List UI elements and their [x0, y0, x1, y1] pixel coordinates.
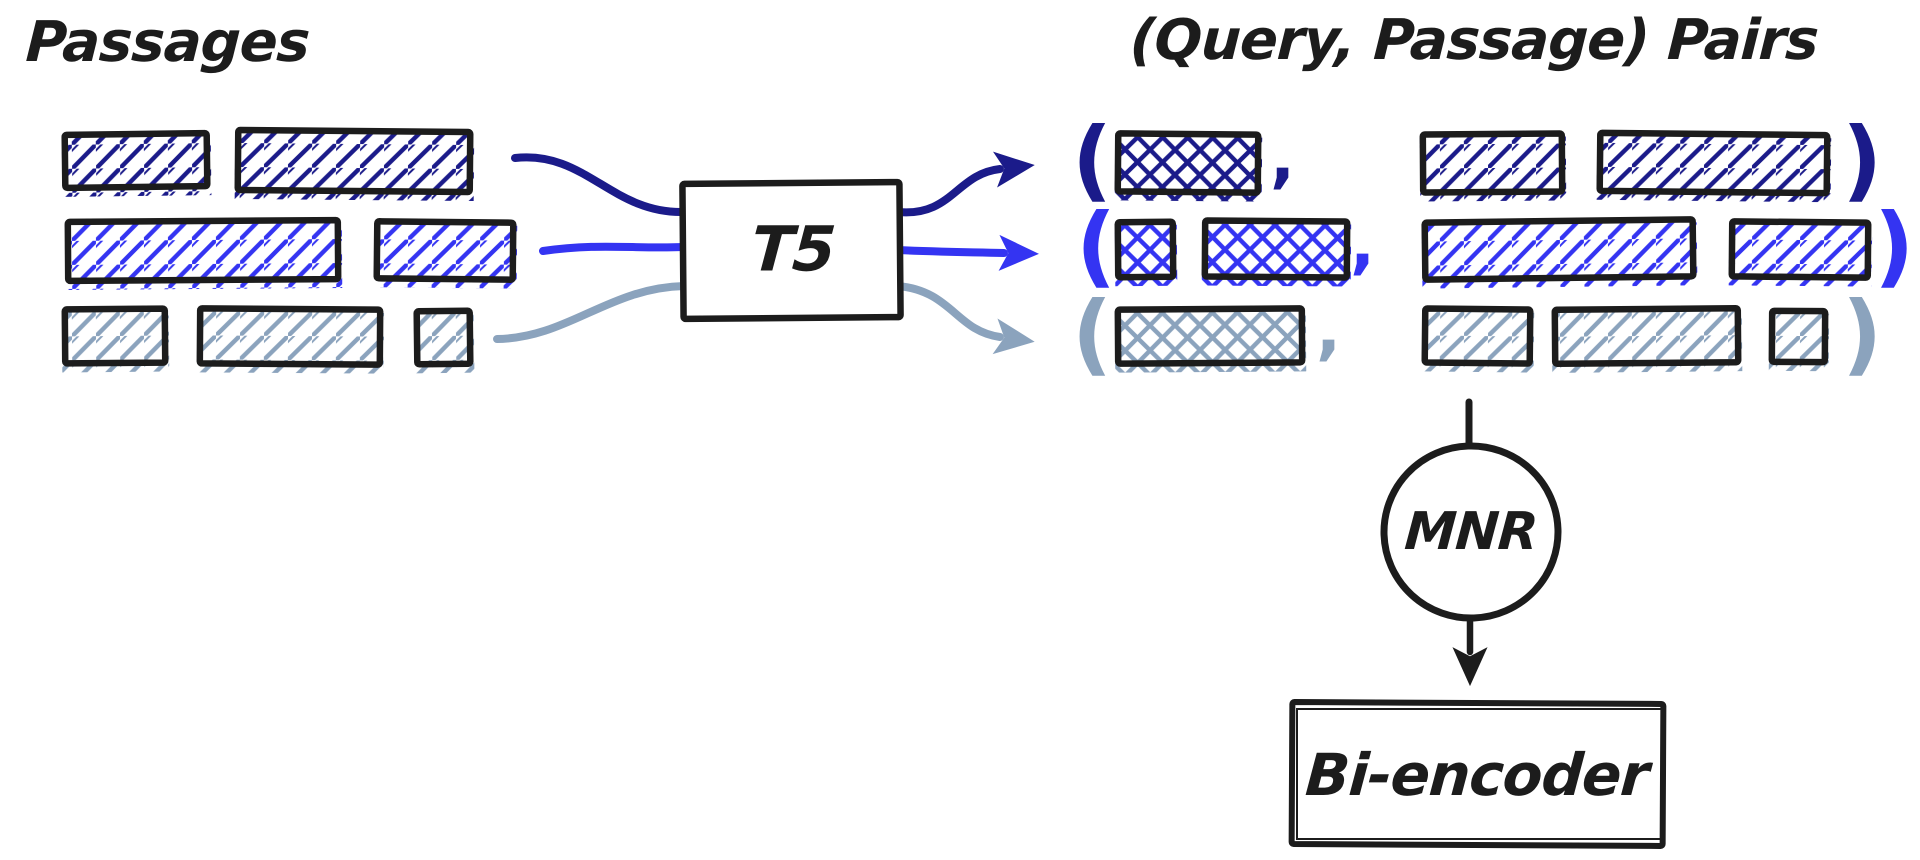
bi-encoder-node-box [1288, 699, 1667, 849]
passage-box-row1 [234, 126, 475, 202]
passage-box-row2 [373, 218, 518, 289]
bi-encoder-node-box-inner-stroke [1296, 708, 1665, 840]
pair-open-paren-row2: ( [1076, 194, 1116, 297]
pair-passage-box-row3 [1768, 307, 1830, 372]
query-passage-pairs-title: (Query, Passage) Pairs [1128, 8, 1820, 73]
passage-box-row1 [61, 129, 212, 197]
bi-encoder-node-label: Bi-encoder [1303, 741, 1651, 809]
pair-comma-row1: , [1270, 119, 1295, 196]
passage-box-row3 [413, 307, 475, 374]
t5-node-box [679, 178, 904, 323]
pair-close-paren-row3: ) [1842, 282, 1882, 385]
flow-out-of-t5-steel [894, 282, 1035, 355]
flow-out-of-t5-blue [894, 234, 1039, 271]
mnr-node-label: MNR [1402, 502, 1540, 562]
pair-passage-box-row2 [1421, 216, 1698, 289]
query-box-row2 [1201, 217, 1352, 287]
pair-comma-row2: , [1350, 205, 1375, 282]
passage-box-row3 [196, 305, 385, 374]
query-box-row1 [1114, 130, 1263, 202]
pair-passage-box-row3 [1421, 305, 1535, 373]
pair-passage-box-row3 [1551, 304, 1743, 373]
passages-title: Passages [24, 10, 311, 75]
mnr-node-circle [1380, 442, 1562, 622]
flow-into-t5-blue [539, 242, 688, 255]
query-box-row2 [1114, 218, 1178, 287]
flow-into-t5-steel [493, 282, 688, 343]
flow-into-t5-navy [511, 153, 688, 217]
pair-open-paren-row3: ( [1072, 282, 1112, 385]
t5-node-label: T5 [748, 212, 838, 286]
pair-passage-box-row1 [1419, 130, 1567, 202]
pair-close-paren-row2: ) [1874, 194, 1914, 297]
pair-close-paren-row1: ) [1842, 108, 1882, 211]
passage-box-row3 [61, 305, 170, 373]
pair-comma-row3: , [1316, 291, 1341, 368]
pair-open-paren-row1: ( [1072, 108, 1112, 211]
pair-passage-box-row1 [1596, 129, 1832, 203]
flow-out-of-t5-navy [894, 151, 1035, 217]
passage-box-row2 [64, 216, 343, 290]
query-box-row3 [1114, 305, 1307, 373]
pair-passage-box-row2 [1728, 218, 1873, 287]
